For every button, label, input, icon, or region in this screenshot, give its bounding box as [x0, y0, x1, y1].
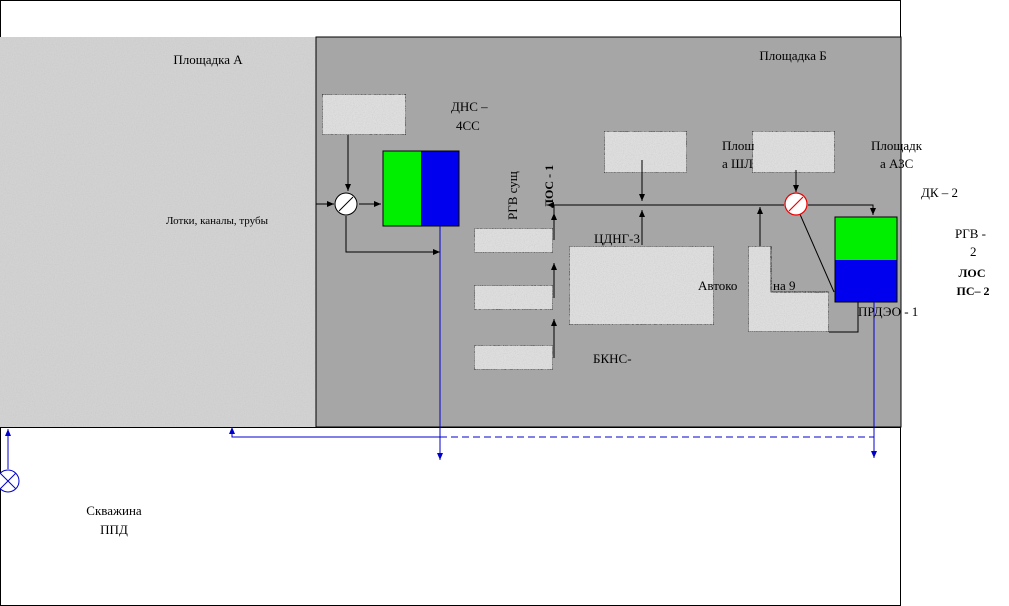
- los1-label: ЛОС - 1: [542, 165, 556, 208]
- skvazhina-label-line1: Скважина: [86, 503, 142, 518]
- avtokolonna-label-part1: Автоко: [698, 278, 737, 293]
- plosh-azs-label-line2: а АЗС: [880, 156, 913, 171]
- mixer-valve-azs-slash: [788, 196, 804, 212]
- bkns-label: БКНС-: [593, 351, 632, 366]
- box-avtokolonna: [747, 245, 830, 333]
- rgv-sush-label: РГВ сущ: [505, 171, 520, 220]
- plosh-shl-label-line2: а ШЛ: [722, 156, 753, 171]
- well-icon-cross-2: [0, 473, 16, 489]
- dns-tank-border: [382, 150, 460, 227]
- prdeo-tank-green: [835, 217, 897, 260]
- rgv2-label-line2: 2: [970, 244, 977, 259]
- prdeo-label: ПРДЭО - 1: [858, 304, 918, 319]
- dns-tank-green: [383, 151, 421, 226]
- site-b-label: Площадка Б: [759, 48, 826, 63]
- skvazhina-label-line2: ППД: [100, 522, 128, 537]
- plosh-shl-label-line1: Плош: [722, 138, 754, 153]
- box-azs-input: [751, 130, 836, 174]
- prdeo-tank-border: [834, 216, 898, 303]
- black-pipelines: [316, 135, 876, 358]
- box-rgv-1: [473, 227, 554, 254]
- mixer-valve-dns-slash: [338, 196, 354, 212]
- los-ps2-label-line2: ПС– 2: [957, 284, 990, 298]
- rgv2-label-line1: РГВ -: [955, 226, 986, 241]
- tsdng-label: ЦДНГ-3: [594, 231, 640, 246]
- box-tsdng-input: [603, 130, 688, 174]
- box-dns-input: [321, 93, 407, 136]
- site-b-area: [315, 36, 902, 428]
- dk2-label: ДК – 2: [921, 185, 958, 200]
- site-a-label: Площадка А: [173, 52, 243, 67]
- dns-label-line1: ДНС –: [451, 99, 488, 114]
- prdeo-tank-blue: [835, 260, 897, 302]
- site-a-area: [0, 37, 316, 427]
- box-tsdng: [568, 245, 715, 326]
- well-icon: [0, 469, 20, 493]
- dns-tank-blue: [421, 151, 459, 226]
- dns-label-line2: 4СС: [456, 118, 480, 133]
- box-bkns: [473, 344, 554, 371]
- box-rgv-2: [473, 284, 554, 311]
- avtokolonna-label-part2: на 9: [773, 278, 795, 293]
- blue-pipelines: [5, 226, 877, 469]
- plosh-azs-label-line1: Площадк: [871, 138, 923, 153]
- los-ps2-label-line1: ЛОС: [958, 266, 985, 280]
- site-a-inner-label: Лотки, каналы, трубы: [166, 215, 269, 227]
